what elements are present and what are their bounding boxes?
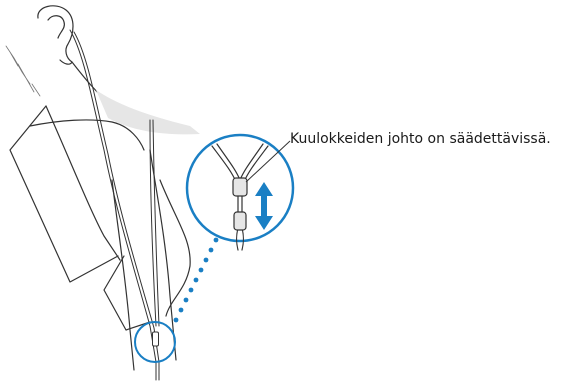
callout-label: Kuulokkeiden johto on säädettävissä.: [290, 131, 551, 147]
magnified-detail: [185, 133, 295, 251]
dotted-connector: [173, 237, 219, 323]
double-arrow-vertical-icon: [255, 182, 273, 230]
jacket-fold-2: [159, 179, 191, 317]
jacket-lapel: [45, 105, 121, 261]
callout-leader: [245, 140, 291, 183]
ear-outline: [37, 5, 74, 65]
cinch-highlight-circle: [134, 321, 176, 363]
hair-hatching: [5, 45, 41, 97]
jacket-fold: [111, 179, 135, 371]
cable-splitter: [233, 211, 247, 231]
person-figure: [5, 5, 191, 371]
shoulder-shade: [96, 90, 200, 135]
jacket-right: [149, 149, 177, 361]
ear-inner: [47, 15, 65, 39]
cinch-slider: [232, 177, 248, 197]
earphone-cable: [69, 29, 160, 381]
shirt-collar: [29, 119, 145, 151]
cinch-small: [152, 331, 159, 347]
pocket-shape: [103, 255, 151, 331]
jacket-left: [9, 105, 119, 283]
